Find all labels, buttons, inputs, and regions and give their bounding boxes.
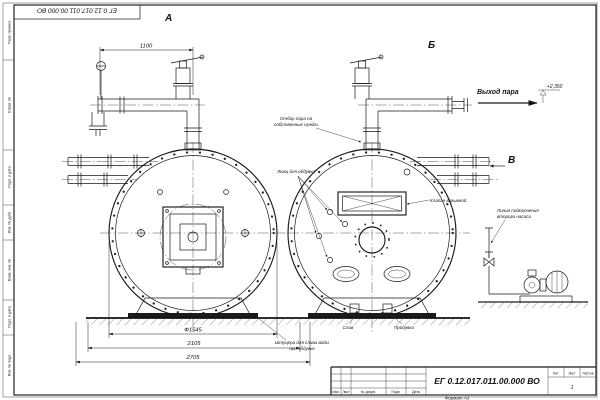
- saddle-support-a: [133, 297, 253, 319]
- left-manifold-pipes: [62, 154, 158, 187]
- nozzles-label-1: Штуцера для слива воды: [275, 340, 330, 345]
- drain-label: Слив: [343, 325, 354, 330]
- pump-line-label-1: Линия подключения: [496, 208, 539, 213]
- blowoff-ports: [316, 209, 348, 263]
- margin-label: Инв. № подл.: [8, 354, 12, 376]
- margin-label: Взам. инв. №: [8, 259, 12, 281]
- margin-label: Инв. № дубл.: [8, 211, 12, 233]
- tb-list2: Лист: [568, 372, 576, 376]
- top-stamp-code: ЕГ 0.12.017.011.00.000 ВО: [37, 7, 117, 14]
- tb-list: Лист: [342, 390, 350, 394]
- tb-data: Дата: [412, 390, 420, 394]
- steam-tap-label-1: Отбор пара на: [280, 116, 313, 121]
- peephole-right: [240, 228, 250, 238]
- level-mark: +2,350: [538, 84, 563, 103]
- dim-text-2105: 2105: [187, 341, 202, 347]
- view-label-b: Б: [428, 40, 435, 51]
- explosion-valve-label: Клапан взрывной: [430, 197, 467, 203]
- dim-text-2705: 2705: [186, 355, 201, 361]
- right-manifold-pipes: [410, 154, 498, 187]
- tb-lit: Лит.: [553, 372, 559, 376]
- handwheel-valve: [96, 61, 106, 99]
- valve-symbol: [483, 251, 495, 267]
- boiler-front-view-a: [100, 142, 288, 332]
- tb-listov: Листов: [582, 372, 593, 376]
- nozzles-label-2: при обдувке: [289, 346, 315, 351]
- second-pump-line: [483, 227, 573, 303]
- blowoff-hatch-ovals: [332, 266, 411, 282]
- steam-tap-label-2: собственные нужды: [274, 122, 318, 127]
- margin-label: Перв. примен.: [8, 20, 12, 44]
- dimension-2105: 2105: [87, 322, 301, 352]
- blowdown-label: Продувка: [394, 325, 414, 330]
- view-label-a: А: [164, 13, 172, 24]
- explosion-valve: [337, 191, 407, 216]
- feed-pump: [519, 269, 573, 303]
- level-text: +2,350: [547, 84, 563, 90]
- tb-doc: № докум.: [361, 390, 376, 394]
- steam-out-label: Выход пара: [477, 88, 519, 96]
- manhole-center: [354, 222, 390, 258]
- title-block: Изм. Лист № докум. Подп. Дата ЕГ 0.12.01…: [330, 366, 596, 400]
- left-steam-piping: [89, 54, 205, 151]
- hatches-label: Люки для обдувки: [276, 169, 315, 174]
- dimension-1100: 1100: [99, 44, 194, 95]
- right-steam-piping: [349, 54, 472, 151]
- base-plate-a: [128, 313, 258, 318]
- tb-izm: Изм.: [332, 390, 339, 394]
- tb-sheet-number: 1: [571, 385, 574, 391]
- tb-document-code: ЕГ 0.12.017.011.00.000 ВО: [434, 376, 540, 386]
- dim-text-diameter: Ф1545: [184, 328, 202, 334]
- view-label-v: В: [508, 155, 515, 166]
- safety-valve-left: [170, 54, 205, 99]
- bolt-circle: [111, 151, 275, 315]
- safety-valve-right: [349, 54, 384, 99]
- format-label: Формат А3: [445, 395, 470, 400]
- steam-outlet-callout: Выход пара +2,350: [477, 84, 563, 106]
- margin-label: Подп. и дата: [8, 166, 12, 187]
- annotations: Отбор пара на собственные нужды Люки для…: [253, 116, 539, 351]
- pump-line-label-2: второго насоса: [497, 214, 531, 219]
- peephole-left: [136, 228, 146, 238]
- margin-label: Подп. и дата: [8, 306, 12, 327]
- view-labels: А Б В: [164, 13, 515, 168]
- saddle-support-b: [312, 297, 432, 319]
- burner-door: [162, 206, 224, 275]
- bolt-circle: [290, 151, 454, 315]
- dim-text-1100: 1100: [140, 44, 153, 50]
- dimension-diameter: Ф1545: [108, 242, 278, 338]
- base-plate-b: [308, 313, 436, 318]
- tb-podp: Подп.: [391, 390, 400, 394]
- margin-label: Справ. №: [8, 97, 12, 113]
- dimension-2705: 2705: [75, 322, 311, 366]
- boiler-front-view-b: [287, 142, 470, 332]
